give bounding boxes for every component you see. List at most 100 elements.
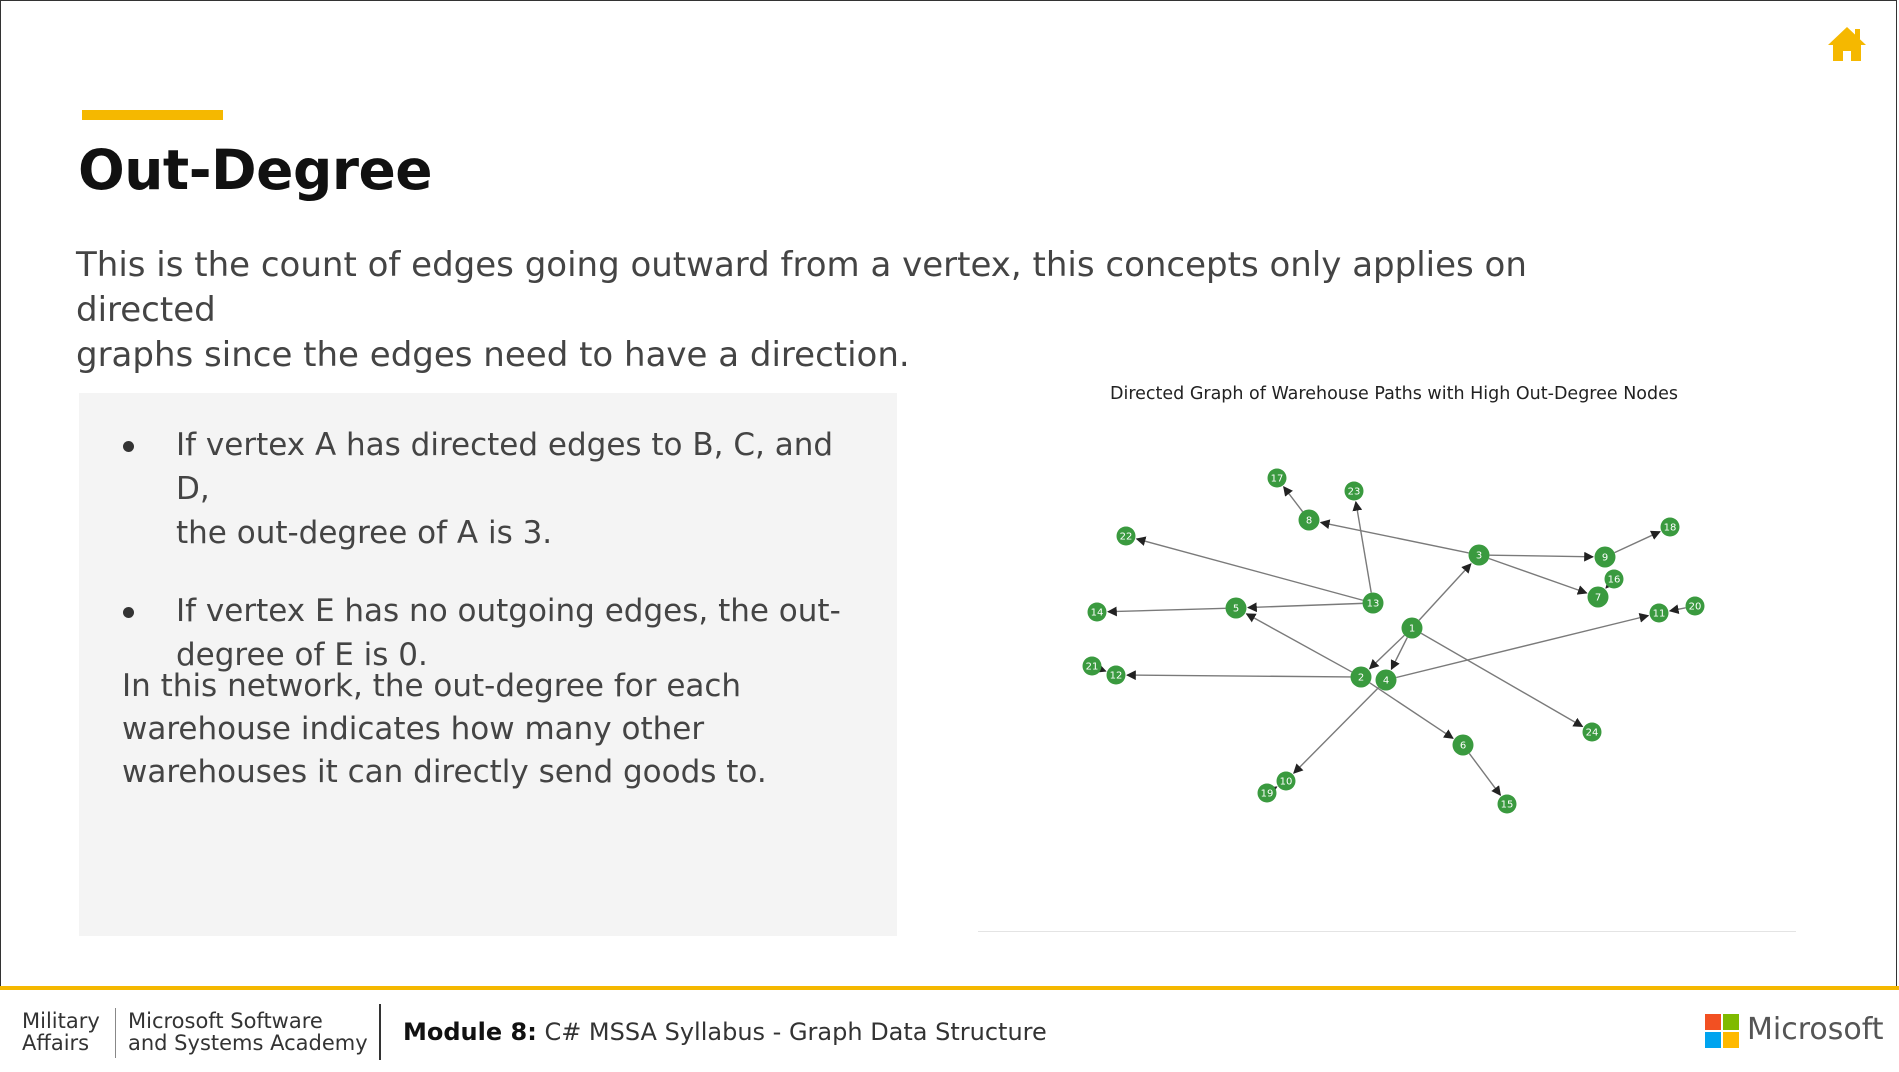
graph-node-label: 4 [1383, 676, 1389, 687]
graph-edge [1488, 557, 1588, 595]
graph-edge [1614, 530, 1661, 554]
graph-node: 16 [1604, 569, 1624, 589]
graph-node-label: 17 [1271, 474, 1284, 485]
footer-divider [115, 1008, 116, 1058]
graph-edge [1352, 500, 1372, 593]
graph-node-circle [1276, 771, 1296, 791]
graph-node-circle [1649, 603, 1669, 623]
academy-line: Microsoft Software [128, 1009, 323, 1033]
graph-node-circle [1362, 592, 1384, 614]
chart-title: Directed Graph of Warehouse Paths with H… [1109, 384, 1678, 404]
graph-node: 12 [1106, 665, 1126, 685]
graph-node-circle [1267, 468, 1287, 488]
graph-node-circle [1106, 665, 1126, 685]
home-icon[interactable] [1826, 24, 1868, 64]
graph-node-label: 1 [1409, 624, 1415, 635]
graph-node-circle [1375, 669, 1397, 691]
graph-node: 5 [1225, 597, 1247, 619]
graph-edge [1369, 682, 1454, 739]
paragraph-line: warehouses it can directly send goods to… [122, 754, 767, 790]
graph-node: 18 [1660, 517, 1680, 537]
graph-node-label: 11 [1653, 609, 1666, 620]
graph-node-label: 21 [1086, 662, 1099, 673]
bullet-list: If vertex A has directed edges to B, C, … [79, 423, 859, 711]
intro-line-1: This is the count of edges going outward… [76, 245, 1527, 330]
graph-node-label: 5 [1233, 604, 1239, 615]
military-affairs-label: Military Affairs [22, 1010, 100, 1054]
graph-node-circle [1116, 526, 1136, 546]
graph-node-label: 19 [1261, 789, 1274, 800]
bullet-item: If vertex A has directed edges to B, C, … [79, 423, 859, 555]
graph-edge [1418, 563, 1472, 621]
org-line: Military [22, 1009, 100, 1033]
slide-title: Out-Degree [78, 138, 433, 202]
graph-node: 7 [1587, 586, 1609, 608]
module-caption: Module 8: C# MSSA Syllabus - Graph Data … [403, 1018, 1047, 1046]
org-line: Affairs [22, 1031, 90, 1055]
graph-node-label: 9 [1602, 553, 1608, 564]
graph-node-label: 14 [1091, 608, 1104, 619]
graph-edge [1247, 602, 1363, 613]
network-explanation: In this network, the out-degree for each… [122, 665, 822, 794]
graph-node-circle [1685, 596, 1705, 616]
graph-node: 22 [1116, 526, 1136, 546]
intro-text: This is the count of edges going outward… [76, 243, 1676, 378]
module-label: Module 8: [403, 1018, 537, 1046]
graph-node: 15 [1497, 794, 1517, 814]
graph-edge [1095, 663, 1107, 673]
graph-node-circle [1660, 517, 1680, 537]
graph-node: 13 [1362, 592, 1384, 614]
academy-line: and Systems Academy [128, 1031, 368, 1055]
graph-node-circle [1344, 481, 1364, 501]
example-panel: If vertex A has directed edges to B, C, … [79, 393, 897, 936]
graph-edge [1245, 613, 1353, 673]
graph-node-circle [1582, 722, 1602, 742]
graph-node-label: 7 [1595, 593, 1601, 604]
graph-node: 23 [1344, 481, 1364, 501]
bullet-line: If vertex A has directed edges to B, C, … [176, 427, 834, 507]
footer-divider [379, 1004, 381, 1060]
graph-edge [1293, 686, 1380, 774]
graph-node-label: 15 [1501, 800, 1514, 811]
graph-node-label: 24 [1586, 728, 1599, 739]
figure-baseline [978, 931, 1796, 932]
graph-edge [1368, 634, 1405, 670]
graph-edge [1135, 536, 1364, 601]
footer: Military Affairs Microsoft Software and … [0, 990, 1899, 1072]
graph-node: 6 [1452, 734, 1474, 756]
graph-node: 21 [1082, 656, 1102, 676]
bullet-line: If vertex E has no outgoing edges, the o… [176, 593, 841, 629]
intro-line-2: graphs since the edges need to have a di… [76, 335, 910, 375]
graph-node-circle [1468, 544, 1490, 566]
graph-edge [1126, 670, 1351, 681]
graph-node-circle [1604, 569, 1624, 589]
module-title: C# MSSA Syllabus - Graph Data Structure [544, 1018, 1047, 1046]
graph-edge [1605, 578, 1616, 589]
graph-node-label: 22 [1120, 532, 1133, 543]
graph-node-circle [1594, 546, 1616, 568]
graph-node-label: 10 [1280, 777, 1293, 788]
graph-edge [1420, 632, 1584, 728]
graph-edge [1266, 786, 1278, 796]
graph-node-circle [1587, 586, 1609, 608]
title-accent-bar [82, 110, 223, 120]
graph-node-label: 18 [1664, 523, 1677, 534]
graph-node: 4 [1375, 669, 1397, 691]
graph-node-label: 20 [1689, 602, 1702, 613]
graph-node-label: 2 [1358, 673, 1364, 684]
graph-edge [1390, 637, 1408, 671]
graph-node-circle [1082, 656, 1102, 676]
graph-node: 19 [1257, 783, 1277, 803]
graph-edge [1283, 485, 1304, 513]
graph-node-label: 23 [1348, 487, 1361, 498]
graph-node: 20 [1685, 596, 1705, 616]
graph-node: 1 [1401, 617, 1423, 639]
graph-node-circle [1401, 617, 1423, 639]
graph-node: 11 [1649, 603, 1669, 623]
bullet-line: the out-degree of A is 3. [176, 515, 553, 551]
graph-edge [1468, 752, 1502, 796]
graph-node: 17 [1267, 468, 1287, 488]
graph-node: 9 [1594, 546, 1616, 568]
graph-node: 3 [1468, 544, 1490, 566]
